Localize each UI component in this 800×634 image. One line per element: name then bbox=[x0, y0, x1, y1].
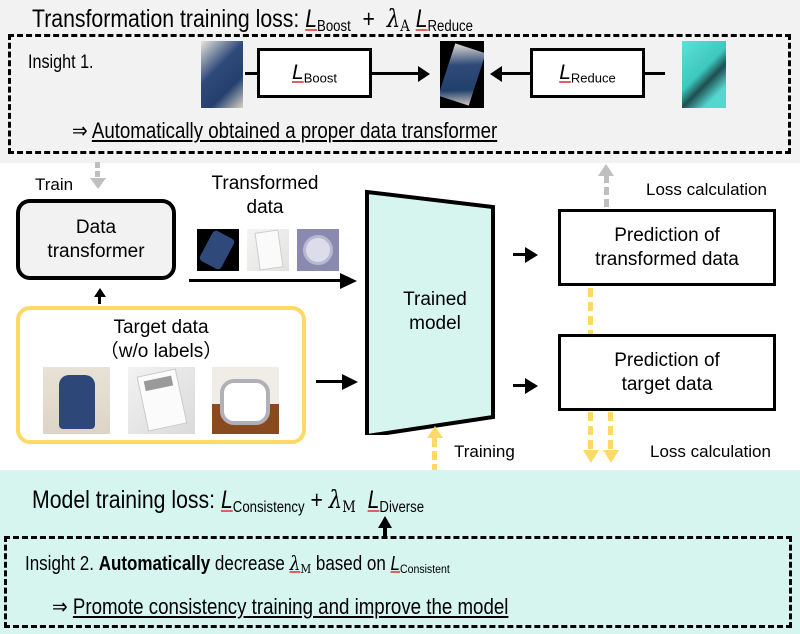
arrow-up-line bbox=[98, 296, 101, 304]
lambda-m: λM bbox=[289, 551, 312, 577]
training-arrow-line bbox=[432, 438, 437, 470]
prediction-target-box: Prediction of target data bbox=[558, 334, 776, 411]
reduce-loss-box: LReduce bbox=[530, 48, 645, 98]
data-transformer-box: Data transformer bbox=[16, 199, 176, 280]
transformed-backpack-image bbox=[197, 229, 239, 271]
insight2-conclusion: ⇒ Promote consistency training and impro… bbox=[52, 594, 509, 619]
reduce-arrow-line bbox=[500, 72, 530, 75]
model-section-background bbox=[0, 470, 800, 634]
loss-reduce-term: LReduce bbox=[415, 5, 473, 35]
boost-arrow-line bbox=[372, 72, 420, 75]
arrow-up-icon bbox=[94, 288, 106, 297]
gray-arrow-up-icon bbox=[598, 164, 614, 176]
transformed-clock-image bbox=[297, 229, 339, 271]
model-to-pred-arrow-line bbox=[513, 253, 527, 256]
yellow-dashed-connector bbox=[588, 288, 593, 334]
model-loss-title: Model training loss: LConsistency + λM L… bbox=[32, 485, 425, 516]
lambda-m: λM bbox=[328, 485, 356, 516]
transformed-data-label: Transformed data bbox=[211, 173, 319, 218]
loss-calc-arrow-line bbox=[604, 175, 609, 209]
prediction-transformed-box: Prediction of transformed data bbox=[558, 209, 776, 286]
train-label: Train bbox=[35, 175, 74, 194]
target-clock-image bbox=[212, 367, 279, 434]
insight1-label: Insight 1. bbox=[28, 52, 94, 73]
trained-model-label: Trained model bbox=[403, 289, 467, 334]
lambda-a: λA bbox=[386, 4, 410, 35]
loss-calc-label-bottom: Loss calculation bbox=[650, 442, 771, 461]
transformed-to-model-arrow-line bbox=[189, 279, 341, 282]
arrow-left-icon bbox=[490, 66, 502, 82]
connector-line bbox=[645, 72, 665, 75]
yellow-arrow-down-icon bbox=[603, 450, 619, 463]
training-label: Training bbox=[454, 442, 515, 461]
loss-diverse-term: LDiverse bbox=[367, 486, 425, 516]
insight1-box bbox=[8, 34, 791, 154]
backpack-transformed-image bbox=[440, 41, 484, 108]
target-backpack-image bbox=[43, 367, 110, 434]
insight2-text: Insight 2. Automatically decrease λM bas… bbox=[25, 551, 450, 577]
yellow-dashed-line bbox=[588, 412, 593, 452]
yellow-arrow-down-icon bbox=[583, 450, 599, 463]
insight1-conclusion: ⇒ Automatically obtained a proper data t… bbox=[72, 118, 498, 143]
model-to-pred-arrow-line bbox=[513, 384, 527, 387]
loss-consistency-term: LConsistency bbox=[220, 486, 305, 516]
transformation-loss-title: Transformation training loss: LBoost + λ… bbox=[32, 4, 473, 35]
arrow-right-icon bbox=[418, 66, 430, 82]
target-to-model-arrow-line bbox=[316, 380, 344, 383]
train-arrow-line bbox=[95, 162, 100, 180]
gray-arrow-down-icon bbox=[90, 178, 106, 189]
trained-model-shape bbox=[365, 189, 495, 435]
yellow-arrow-up-icon bbox=[427, 426, 443, 438]
yellow-dashed-line bbox=[608, 412, 613, 452]
backpack-cyan-image bbox=[682, 41, 726, 108]
loss-boost-term: LBoost bbox=[305, 5, 351, 35]
arrow-right-icon bbox=[525, 378, 538, 394]
arrow-right-icon bbox=[340, 273, 357, 289]
target-calculator-image bbox=[128, 367, 195, 434]
arrow-up-line bbox=[383, 527, 387, 537]
connector-line bbox=[245, 72, 257, 75]
transformation-section-background bbox=[0, 0, 800, 163]
arrow-right-icon bbox=[342, 374, 358, 390]
backpack-rotated-image bbox=[201, 41, 243, 108]
loss-calc-label-top: Loss calculation bbox=[646, 180, 767, 199]
arrow-up-icon bbox=[378, 516, 392, 528]
transformed-calculator-image bbox=[247, 229, 289, 271]
loss-consistent-term: LConsistent bbox=[390, 553, 450, 577]
insight2-box bbox=[4, 536, 792, 628]
boost-loss-box: LBoost bbox=[257, 48, 372, 98]
arrow-right-icon bbox=[525, 247, 538, 263]
